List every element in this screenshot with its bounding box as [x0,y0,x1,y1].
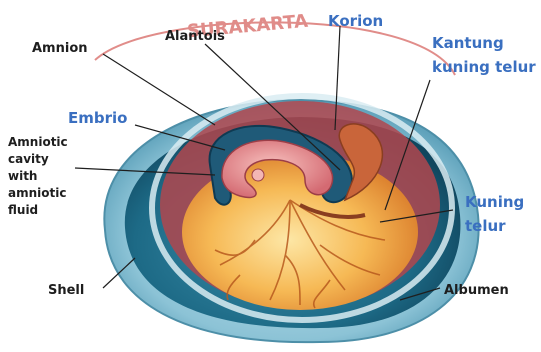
label-kantung-2: kuning telur [432,58,536,76]
label-albumen: Albumen [444,283,509,298]
label-shell: Shell [48,283,84,298]
label-amnion: Amnion [32,41,88,56]
label-cavity-2: cavity [8,152,49,166]
label-cavity-1: Amniotic [8,135,68,149]
label-kantung-1: Kantung [432,34,504,52]
label-embrio: Embrio [68,109,127,127]
label-cavity-4: amniotic [8,186,66,200]
label-kuning-2: telur [465,217,506,235]
label-cavity-5: fluid [8,203,38,217]
watermark: SURAKARTA [95,11,455,75]
label-korion: Korion [328,12,383,30]
label-kuning-1: Kuning [465,193,524,211]
label-alantois: Alantois [165,29,225,44]
embryo-eye [252,169,264,181]
label-cavity-3: with [8,169,37,183]
